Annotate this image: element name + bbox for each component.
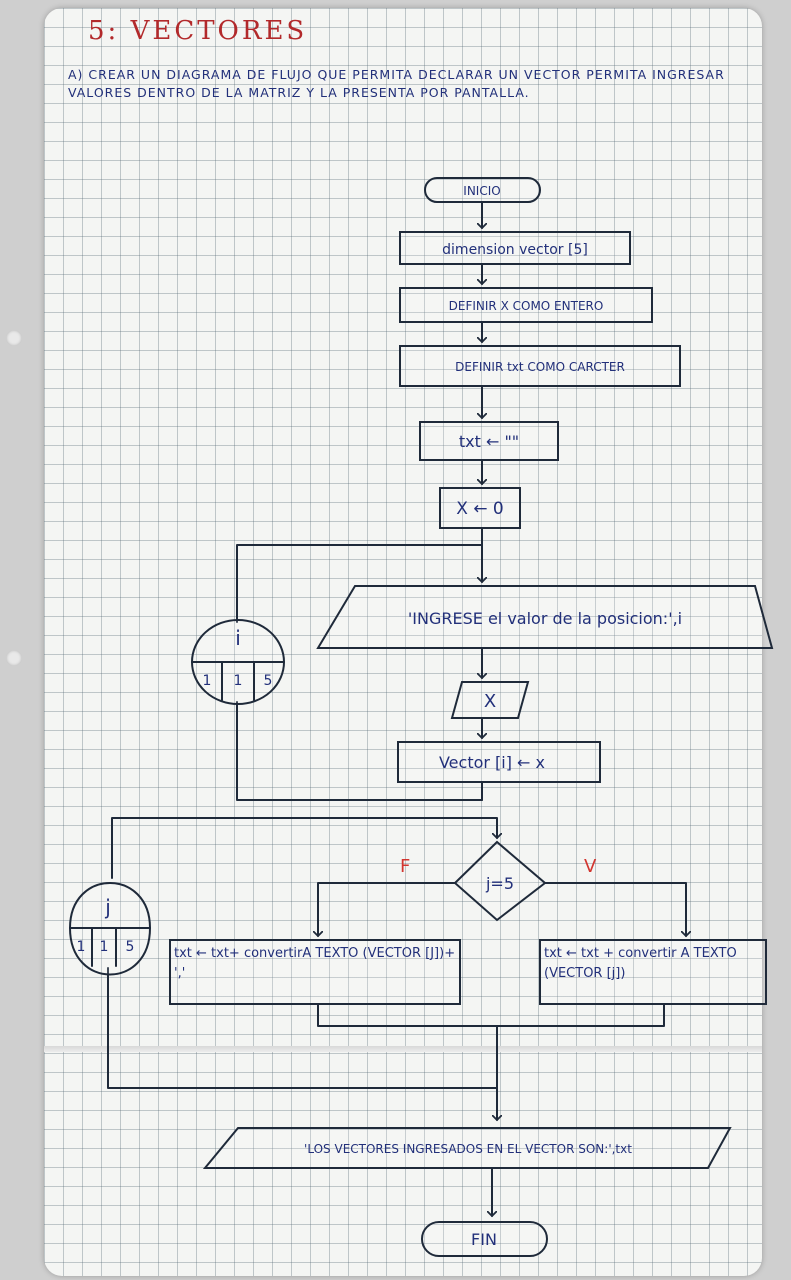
binder-hole bbox=[6, 650, 22, 666]
page-title: 5: VECTORES bbox=[88, 16, 308, 46]
read-x-io bbox=[450, 681, 530, 719]
loop-j-symbol: j 1 1 5 bbox=[68, 882, 152, 976]
loop-j-from: 1 bbox=[77, 939, 86, 955]
read-x-text: X bbox=[484, 691, 496, 712]
true-branch-process bbox=[539, 939, 767, 1005]
x-init-process bbox=[439, 487, 521, 529]
merge-line bbox=[317, 1003, 665, 1027]
loop-j-entry-line bbox=[111, 817, 497, 879]
define-x-process bbox=[399, 287, 653, 323]
true-branch-text: txt ← txt + convertir A TEXTO (VECTOR [j… bbox=[544, 946, 737, 981]
output-io bbox=[202, 1127, 732, 1169]
binder-hole bbox=[6, 330, 22, 346]
txt-init-process bbox=[419, 421, 559, 461]
loop-j-exit-line bbox=[107, 967, 498, 1089]
loop-j-to: 5 bbox=[126, 939, 135, 955]
x-init-text: X ← 0 bbox=[456, 499, 504, 519]
loop-i-return-line bbox=[236, 544, 483, 623]
end-terminal bbox=[421, 1221, 548, 1257]
true-label: V bbox=[584, 856, 597, 877]
page-seam bbox=[44, 1046, 762, 1052]
false-label: F bbox=[400, 856, 410, 877]
input-prompt-io bbox=[316, 585, 774, 649]
input-prompt-text: 'INGRESE el valor de la posicion:',i bbox=[408, 609, 682, 628]
loop-i-to: 5 bbox=[264, 673, 273, 689]
output-text: 'LOS VECTORES INGRESADOS EN EL VECTOR SO… bbox=[304, 1142, 632, 1156]
loop-i-exit-line bbox=[236, 701, 483, 801]
assign-process bbox=[397, 741, 601, 783]
false-branch-text: txt ← txt+ convertirA TEXTO (VECTOR [J])… bbox=[174, 946, 456, 981]
dimension-process bbox=[399, 231, 631, 265]
loop-j-var: j bbox=[104, 895, 111, 919]
dimension-text: dimension vector [5] bbox=[442, 242, 588, 258]
assign-text: Vector [i] ← x bbox=[439, 753, 545, 772]
loop-i-step: 1 bbox=[234, 673, 243, 689]
decision-diamond bbox=[453, 840, 547, 922]
txt-init-text: txt ← "" bbox=[459, 432, 519, 451]
start-text: INICIO bbox=[463, 184, 500, 198]
notebook-page bbox=[44, 8, 762, 1276]
exercise-statement: a) Crear un diagrama de flujo que permit… bbox=[68, 67, 725, 100]
decision-text: j=5 bbox=[485, 874, 514, 893]
loop-i-symbol: i 1 1 5 bbox=[190, 619, 286, 705]
define-txt-text: DEFINIR txt COMO CARCTER bbox=[455, 360, 625, 374]
end-text: FIN bbox=[471, 1230, 497, 1249]
define-x-text: DEFINIR X COMO ENTERO bbox=[449, 299, 604, 313]
loop-j-step: 1 bbox=[100, 939, 109, 955]
loop-i-var: i bbox=[235, 626, 241, 650]
loop-i-from: 1 bbox=[203, 673, 212, 689]
true-branch-arrow bbox=[544, 882, 686, 936]
false-branch-process bbox=[169, 939, 461, 1005]
false-branch-arrow bbox=[318, 882, 456, 936]
define-txt-process bbox=[399, 345, 681, 387]
